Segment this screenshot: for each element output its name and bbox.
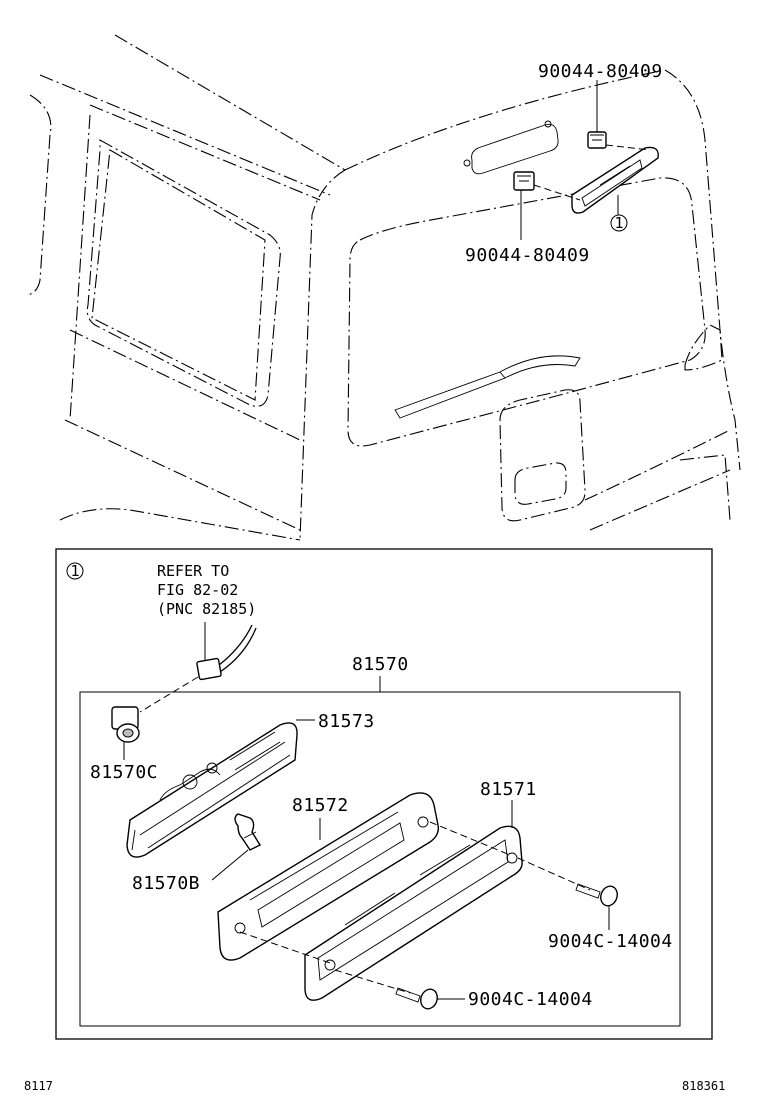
align-line-upper	[429, 821, 511, 856]
label-screw-bottom: 9004C-14004	[468, 989, 593, 1010]
label-assembly: 81570	[352, 654, 409, 675]
callout-marker-top: 1	[610, 214, 628, 232]
reference-line-1: REFER TO	[157, 562, 229, 580]
stop-lamp-on-vehicle	[571, 146, 659, 214]
align-line-lower-right	[334, 969, 411, 994]
clip-top-part	[587, 131, 607, 149]
label-gasket: 81571	[480, 779, 537, 800]
label-clip-top: 90044-80409	[538, 61, 663, 82]
label-screw-right: 9004C-14004	[548, 931, 673, 952]
footer-page-code: 8117	[24, 1079, 53, 1093]
reference-line-3: (PNC 82185)	[157, 600, 256, 618]
callout-marker-top-label: 1	[614, 214, 623, 232]
vehicle-body-outline	[27, 34, 741, 541]
assembly-box	[79, 691, 681, 1027]
footer-figure-number: 818361	[682, 1079, 725, 1093]
reference-line-2: FIG 82-02	[157, 581, 238, 599]
detail-box	[55, 548, 713, 1040]
leader-clip-top-dash	[605, 144, 651, 151]
label-socket: 81570C	[90, 762, 158, 783]
clip-bottom-part	[513, 171, 535, 191]
leader-clip-bottom-dash	[533, 184, 581, 201]
label-bulb: 81570B	[132, 873, 200, 894]
socket-part	[111, 706, 140, 743]
screw-right-part	[575, 883, 618, 907]
label-lens: 81572	[292, 795, 349, 816]
gasket-part	[304, 825, 523, 1001]
bulb-part	[234, 813, 261, 851]
screw-bottom-part	[395, 987, 438, 1010]
label-housing: 81573	[318, 711, 375, 732]
leader-bulb	[211, 849, 249, 881]
callout-marker-detail: 1	[66, 562, 84, 580]
align-line-upper-right	[517, 857, 591, 891]
callout-marker-detail-label: 1	[70, 562, 79, 580]
housing-part	[126, 722, 298, 858]
leader-connector-dash	[139, 676, 199, 713]
label-clip-bottom: 90044-80409	[465, 245, 590, 266]
harness-connector-part	[196, 622, 257, 681]
lens-part	[217, 792, 440, 961]
align-line-lower	[239, 931, 331, 964]
